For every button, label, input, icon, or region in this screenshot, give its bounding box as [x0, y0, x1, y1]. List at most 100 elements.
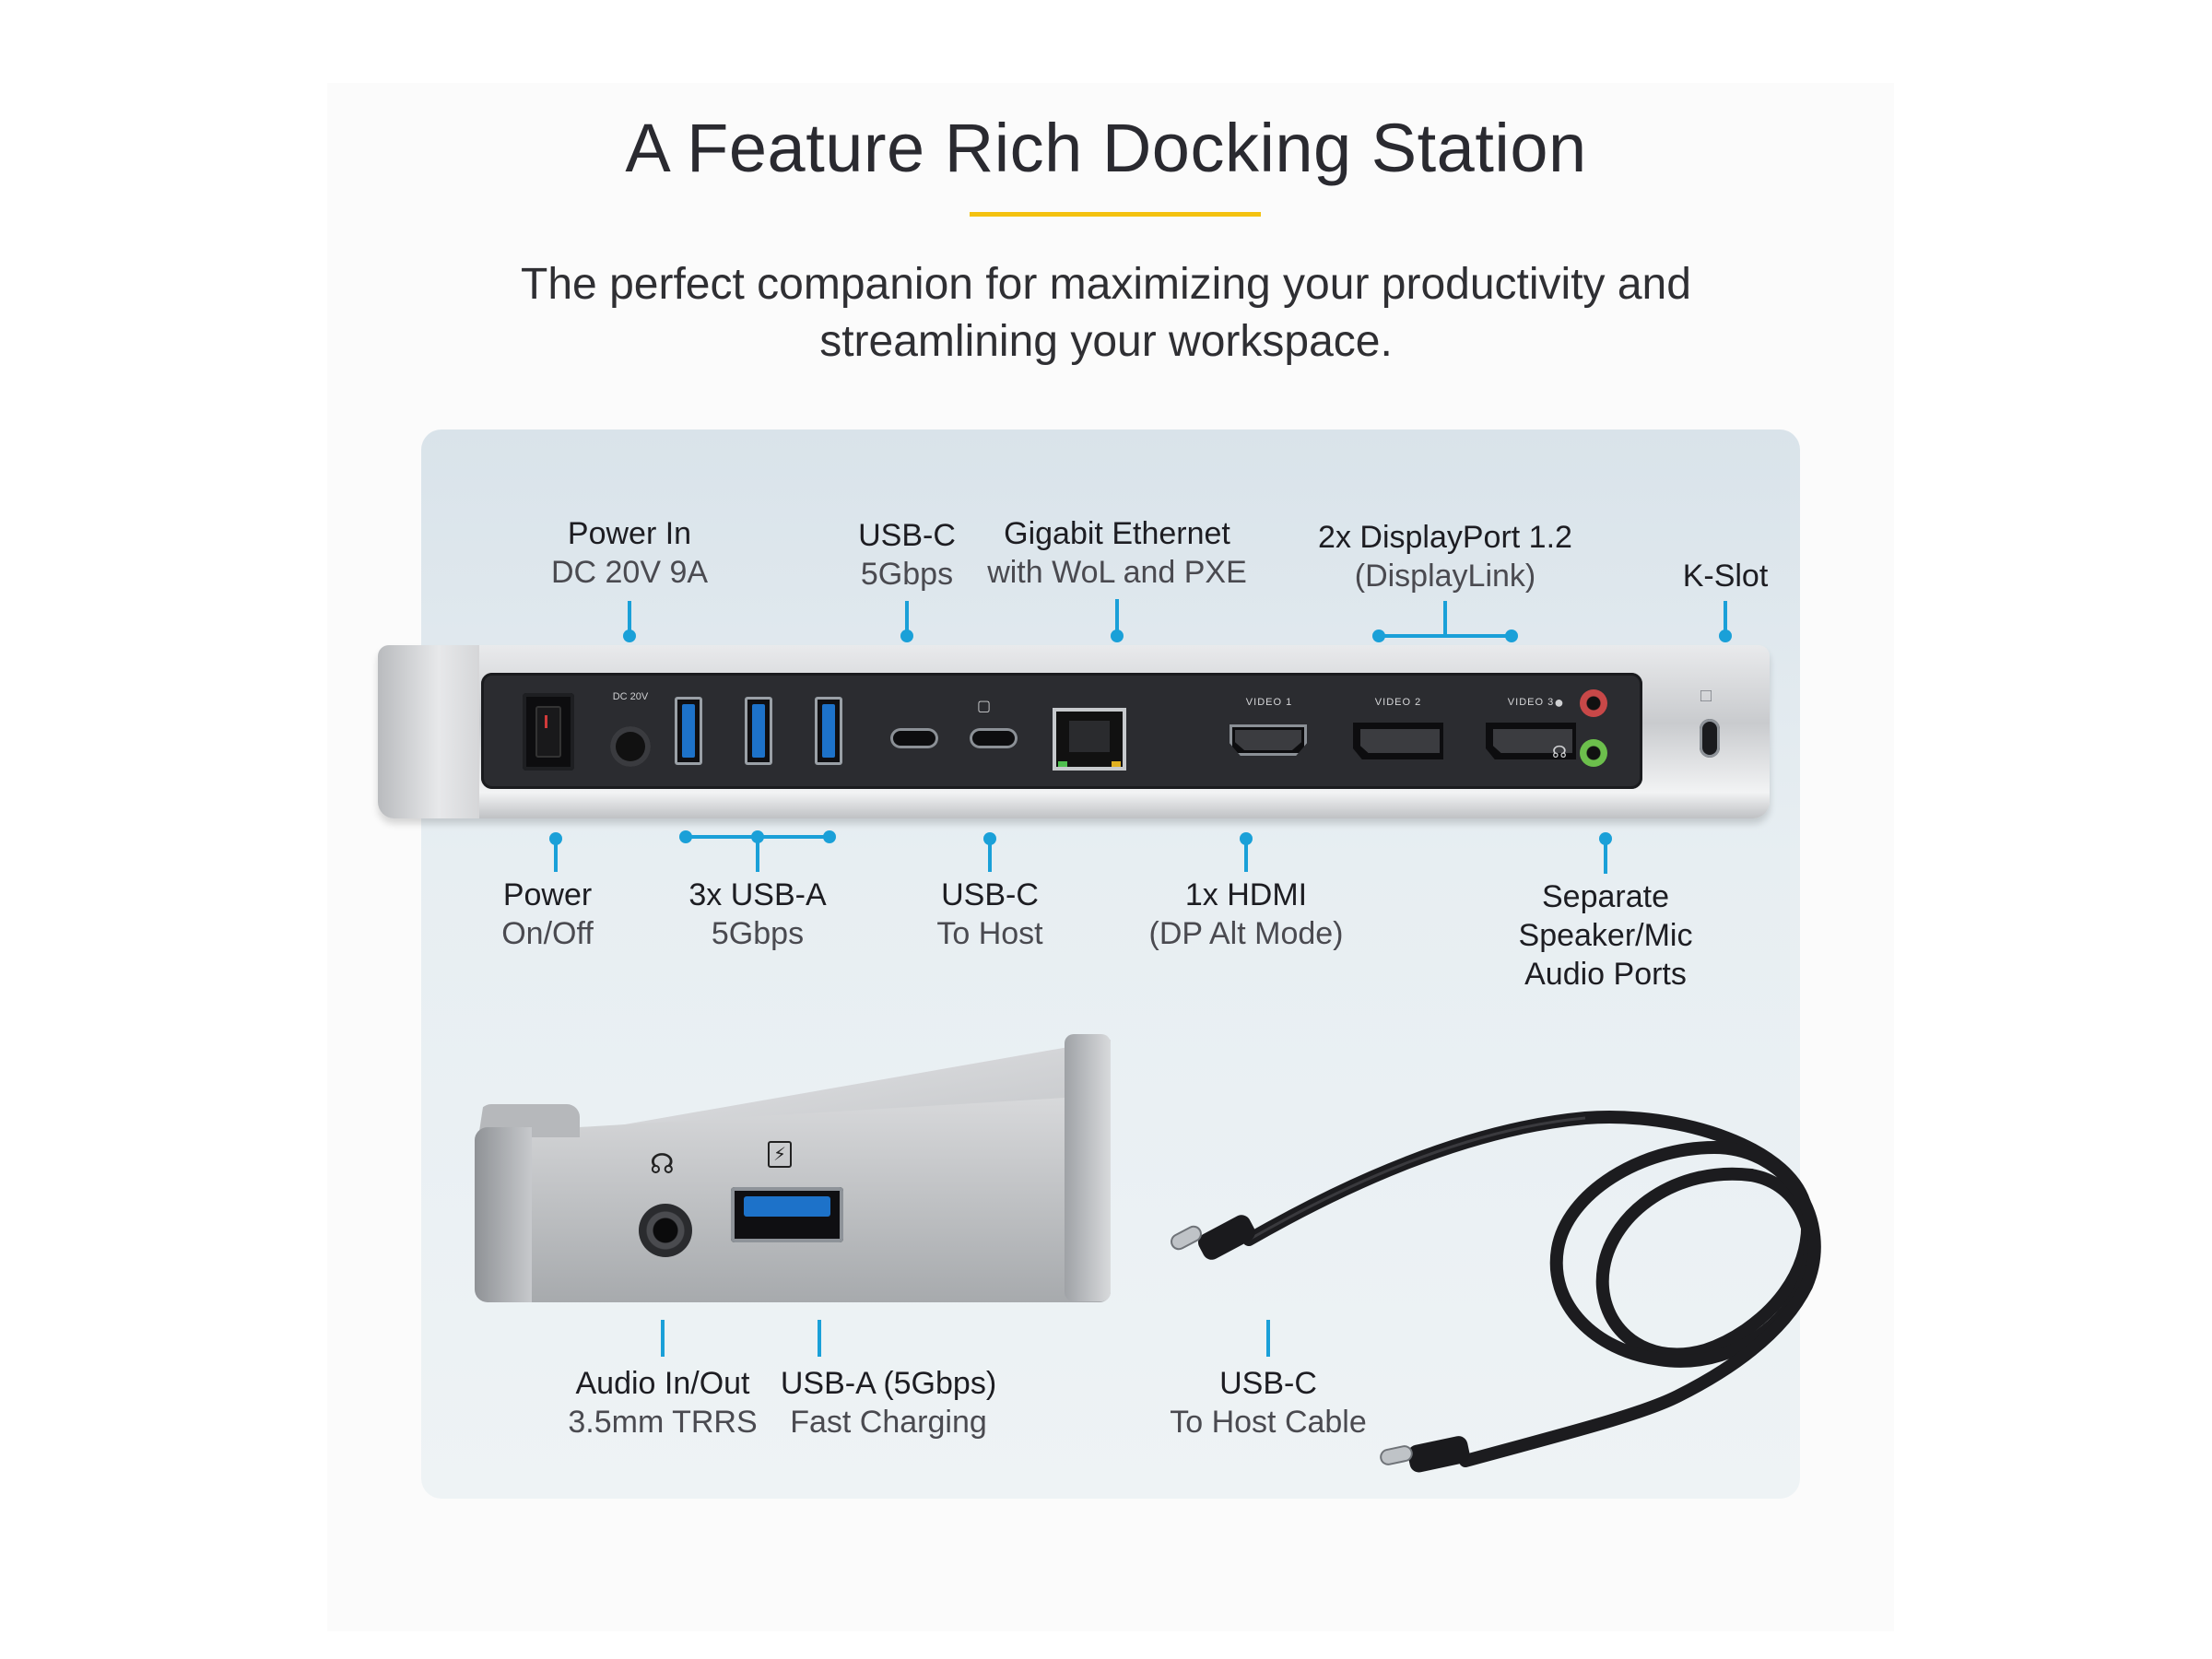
cable-connector-1	[1171, 1215, 1255, 1260]
label-ethernet-title: Gigabit Ethernet	[1004, 516, 1230, 551]
front-audio-jack	[639, 1204, 692, 1257]
mic-jack	[1580, 689, 1607, 717]
speaker-jack	[1580, 739, 1607, 767]
page-title: A Feature Rich Docking Station	[625, 110, 1587, 186]
connector-hdmi	[1244, 841, 1248, 872]
video1-marking: VIDEO 1	[1245, 697, 1293, 708]
dock-side-rim	[1065, 1034, 1111, 1301]
headphone-icon: ☊	[1552, 743, 1567, 761]
page-subtitle: The perfect companion for maximizing you…	[0, 256, 2212, 371]
label-kslot: K-Slot	[1683, 557, 1769, 595]
connector-dot-usba-1	[679, 830, 692, 843]
label-usbc-5gbps: USB-C 5Gbps	[858, 516, 956, 594]
subtitle-line-2: streamlining your workspace.	[819, 317, 1393, 366]
hdmi-port-inner	[1235, 730, 1301, 750]
kensington-slot	[1700, 719, 1720, 758]
connector-dot-usbc-host	[983, 832, 996, 845]
label-hdmi: 1x HDMI (DP Alt Mode)	[1148, 876, 1343, 953]
cable-connector-2	[1380, 1436, 1470, 1473]
connector-displayport-stem	[1443, 601, 1447, 636]
rear-usbc-host-port	[970, 728, 1018, 748]
laptop-icon: ▢	[977, 699, 992, 714]
rear-usba-port-2	[745, 697, 772, 765]
mic-icon: ●	[1554, 693, 1564, 712]
power-switch	[523, 693, 574, 771]
ethernet-led-green	[1058, 761, 1067, 767]
ethernet-port	[1053, 708, 1126, 771]
dc-marking: DC 20V	[612, 691, 649, 702]
label-power-switch-title: Power	[502, 877, 593, 912]
connector-displayport-bar	[1379, 634, 1512, 638]
connector-audio	[1604, 841, 1607, 874]
label-hdmi-title: 1x HDMI	[1184, 877, 1308, 912]
ethernet-led-yellow	[1112, 761, 1121, 767]
connector-kslot	[1724, 601, 1727, 632]
video2-marking: VIDEO 2	[1374, 697, 1422, 708]
connector-dot-dp3	[1505, 629, 1518, 642]
label-cable-detail: To Host Cable	[1170, 1405, 1367, 1440]
label-audio-inout: Audio In/Out 3.5mm TRRS	[568, 1364, 757, 1441]
label-audio-inout-detail: 3.5mm TRRS	[568, 1405, 758, 1440]
connector-dot-power-in	[623, 629, 636, 642]
dock-rear-left-cap	[378, 645, 479, 818]
label-ethernet-detail: with WoL and PXE	[987, 555, 1247, 590]
connector-ethernet	[1115, 599, 1119, 632]
dock-side-cap	[475, 1127, 532, 1302]
rear-usba-port-1	[675, 697, 702, 765]
dock-rear-view: DC 20V ▢ VIDEO 1 VIDEO 2 VIDEO 3 ● ☊ □	[378, 645, 1770, 820]
connector-usba-stem	[756, 839, 759, 872]
label-kslot-title: K-Slot	[1682, 559, 1769, 594]
label-cable-title: USB-C	[1219, 1366, 1317, 1401]
label-power-in: Power In DC 20V 9A	[551, 514, 708, 592]
front-usba-port	[731, 1187, 843, 1242]
label-audio-line-3: Audio Ports	[1524, 957, 1687, 992]
connector-cable	[1266, 1320, 1270, 1357]
connector-dot-dp2	[1372, 629, 1385, 642]
connector-usbc-5gbps	[905, 601, 909, 632]
connector-dot-audio	[1599, 832, 1612, 845]
connector-usbc-host	[988, 841, 992, 872]
connector-dot-usbc-5gbps	[900, 629, 913, 642]
label-ethernet: Gigabit Ethernet with WoL and PXE	[987, 514, 1247, 592]
usbc-cable	[1161, 1092, 1843, 1479]
label-usbc-host: USB-C To Host	[936, 876, 1042, 953]
connector-audio-inout	[661, 1320, 665, 1357]
usbc-cable-illustration	[1171, 1111, 1821, 1473]
label-power-switch: Power On/Off	[501, 876, 594, 953]
headset-icon: ☊	[650, 1149, 675, 1180]
label-hdmi-detail: (DP Alt Mode)	[1148, 916, 1344, 951]
connector-dot-usba-3	[823, 830, 836, 843]
label-displayport-detail: (DisplayLink)	[1354, 559, 1536, 594]
label-cable: USB-C To Host Cable	[1170, 1364, 1367, 1441]
label-audio-inout-title: Audio In/Out	[575, 1366, 750, 1401]
displayport-3-inner	[1493, 729, 1572, 753]
label-usba-charging-detail: Fast Charging	[790, 1405, 987, 1440]
label-power-switch-detail: On/Off	[501, 916, 594, 951]
label-displayport-title: 2x DisplayPort 1.2	[1318, 520, 1572, 555]
lock-icon: □	[1700, 686, 1712, 706]
label-usba: 3x USB-A 5Gbps	[688, 876, 826, 953]
battery-charge-icon: ⚡	[768, 1141, 793, 1168]
label-usba-charging-title: USB-A (5Gbps)	[780, 1366, 997, 1401]
connector-dot-kslot	[1719, 629, 1732, 642]
connector-dot-usba-2	[751, 830, 764, 843]
subtitle-line-1: The perfect companion for maximizing you…	[521, 260, 1691, 309]
title-underline	[970, 212, 1261, 217]
label-power-in-detail: DC 20V 9A	[550, 555, 709, 590]
dock-side-view: ☊ ⚡	[475, 1034, 1111, 1307]
label-displayport: 2x DisplayPort 1.2 (DisplayLink)	[1318, 518, 1572, 595]
displayport-2-inner	[1360, 729, 1440, 753]
connector-dot-hdmi	[1240, 832, 1253, 845]
label-usba-charging: USB-A (5Gbps) Fast Charging	[781, 1364, 996, 1441]
connector-usba-charging	[818, 1320, 821, 1357]
label-power-in-title: Power In	[567, 516, 692, 551]
connector-dot-ethernet	[1111, 629, 1124, 642]
label-audio-line-1: Separate	[1542, 879, 1669, 914]
rear-usbc-5gbps-port	[890, 728, 938, 748]
label-audio-line-2: Speaker/Mic	[1518, 918, 1693, 953]
rear-port-panel: DC 20V ▢ VIDEO 1 VIDEO 2 VIDEO 3 ● ☊	[481, 673, 1642, 789]
feature-panel	[421, 429, 1800, 1499]
dc-power-jack	[610, 726, 651, 767]
label-usba-title: 3x USB-A	[688, 877, 827, 912]
connector-power-in	[628, 601, 631, 632]
